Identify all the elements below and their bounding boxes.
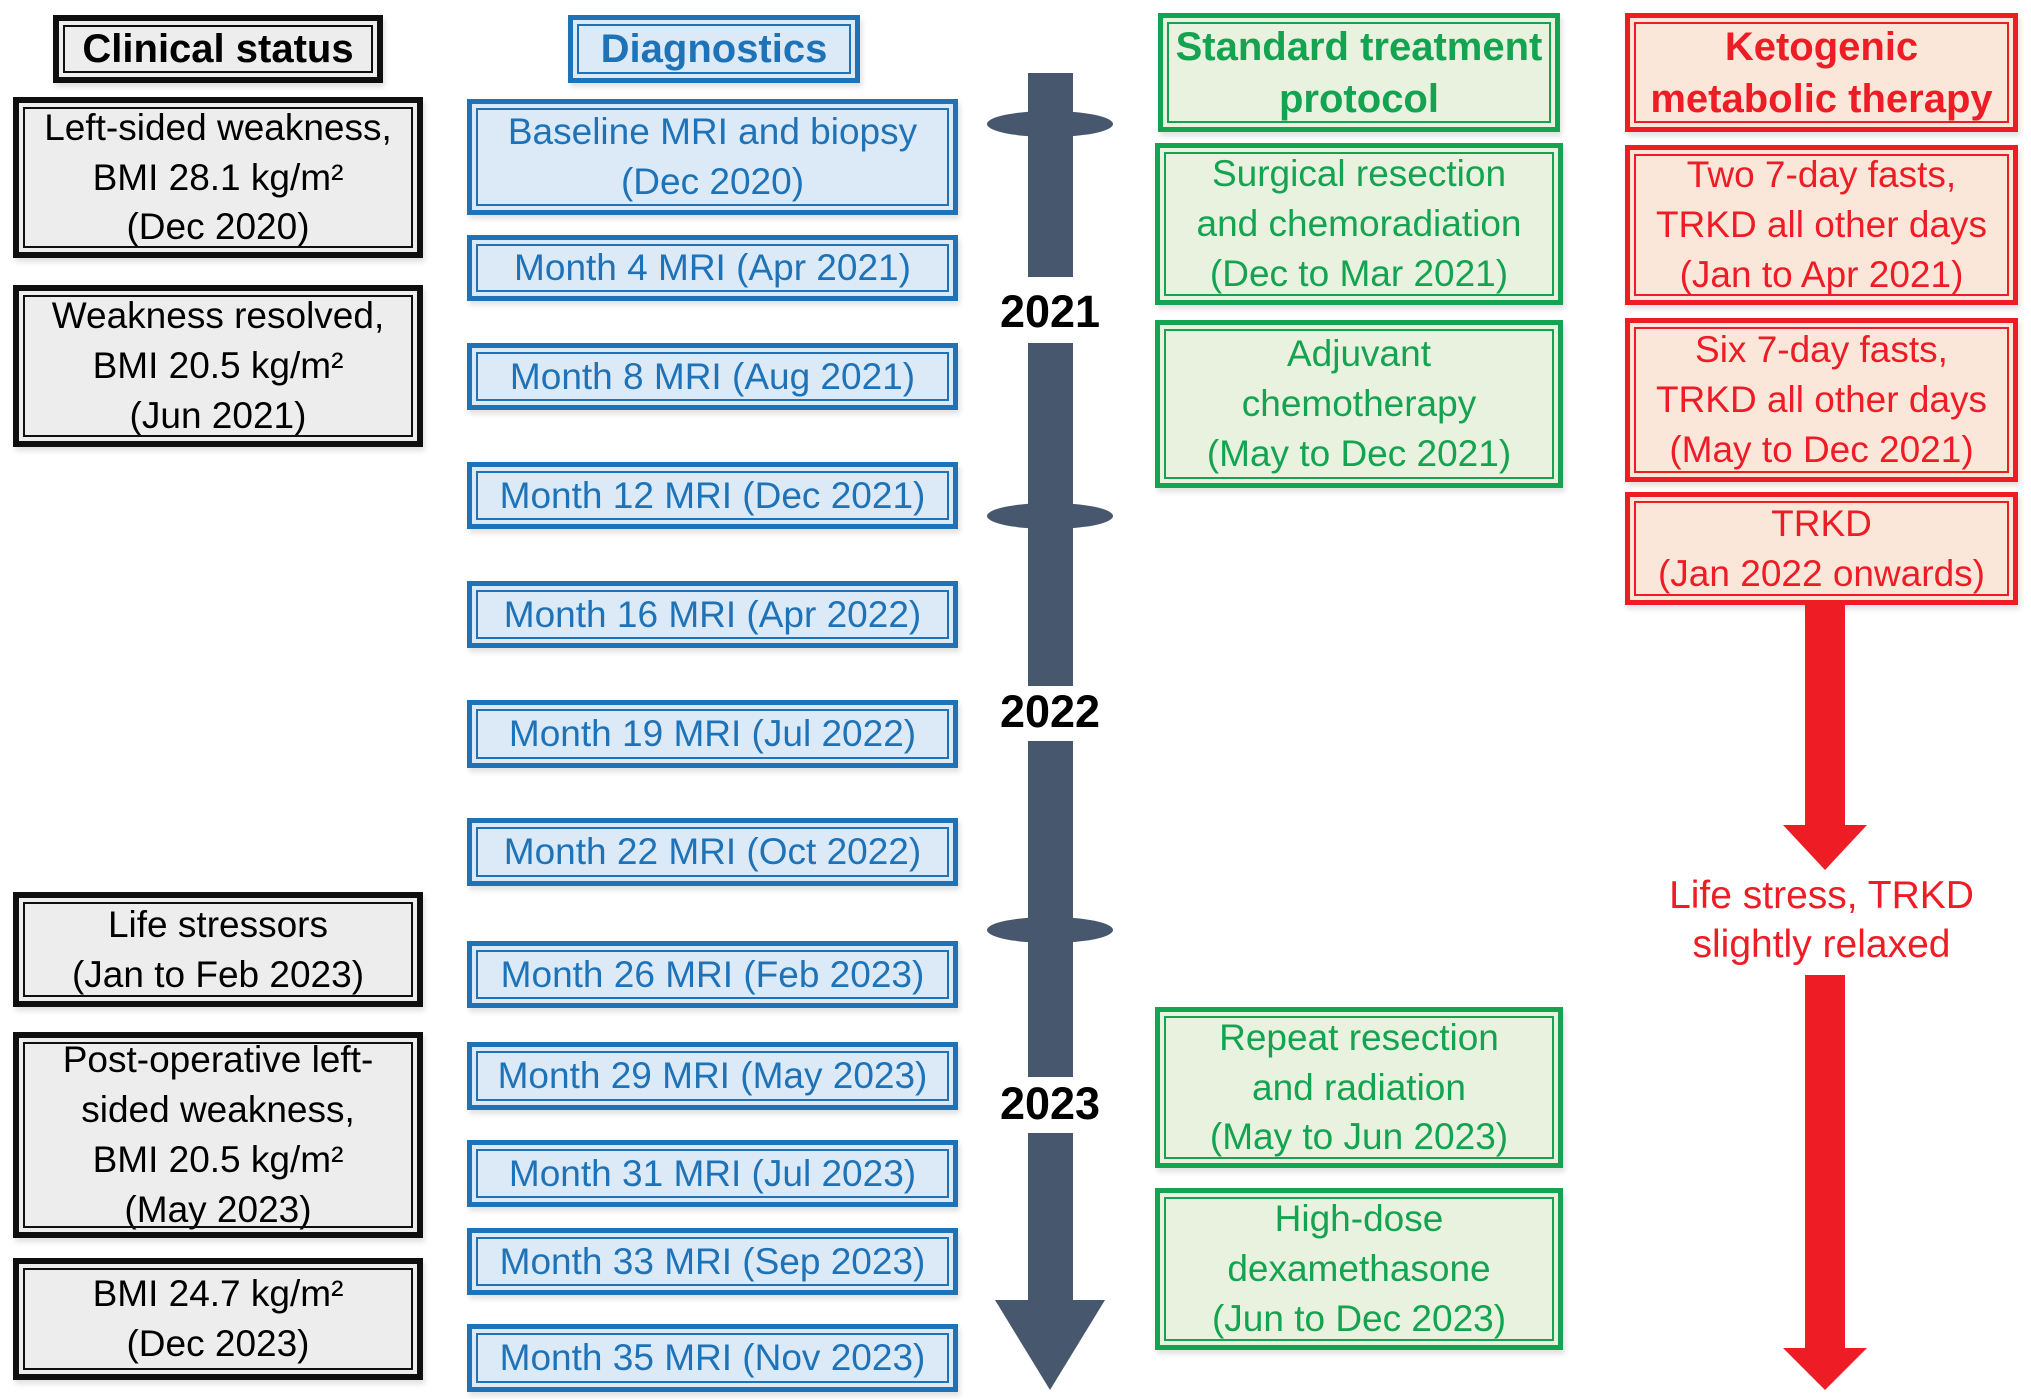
treatment-box-high-dose-dexamethasone: High-dose dexamethasone (Jun to Dec 2023… (1155, 1188, 1563, 1350)
life-stress-note: Life stress, TRKD slightly relaxed (1669, 874, 1974, 966)
timeline-bar-segment-3 (1028, 741, 1073, 1077)
keto-arrow-lower (1805, 975, 1845, 1350)
diagnostic-box-month-12-mri: Month 12 MRI (Dec 2021) (467, 462, 958, 529)
clinical-box-post-operative-weakness: Post-operative left- sided weakness, BMI… (13, 1032, 423, 1238)
timeline-ellipse-marker-3 (987, 917, 1113, 943)
diagnostic-box-month-29-mri: Month 29 MRI (May 2023) (467, 1042, 958, 1110)
timeline-year-2021: 2021 (999, 286, 1101, 337)
clinical-box-left-sided-weakness: Left-sided weakness, BMI 28.1 kg/m² (Dec… (13, 97, 423, 258)
keto-box-six-fasts: Six 7-day fasts, TRKD all other days (Ma… (1625, 318, 2018, 482)
diagnostic-box-month-16-mri: Month 16 MRI (Apr 2022) (467, 581, 958, 648)
treatment-header: Standard treatment protocol (1158, 13, 1560, 132)
timeline-ellipse-marker-2 (987, 503, 1113, 529)
clinical-status-header: Clinical status (53, 15, 383, 83)
diagnostic-box-month-35-mri: Month 35 MRI (Nov 2023) (467, 1324, 958, 1392)
clinical-box-life-stressors: Life stressors (Jan to Feb 2023) (13, 892, 423, 1007)
keto-arrow-upper (1805, 605, 1845, 827)
clinical-box-weakness-resolved: Weakness resolved, BMI 20.5 kg/m² (Jun 2… (13, 285, 423, 447)
keto-box-two-fasts: Two 7-day fasts, TRKD all other days (Ja… (1625, 145, 2018, 305)
diagnostic-box-month-8-mri: Month 8 MRI (Aug 2021) (467, 343, 958, 410)
treatment-box-surgical-resection: Surgical resection and chemoradiation (D… (1155, 143, 1563, 305)
diagnostics-header: Diagnostics (568, 15, 860, 83)
treatment-box-repeat-resection: Repeat resection and radiation (May to J… (1155, 1007, 1563, 1168)
treatment-box-adjuvant-chemotherapy: Adjuvant chemotherapy (May to Dec 2021) (1155, 320, 1563, 488)
timeline-ellipse-marker-1 (987, 111, 1113, 137)
keto-arrowhead-upper (1783, 825, 1867, 870)
diagnostic-box-month-22-mri: Month 22 MRI (Oct 2022) (467, 818, 958, 886)
diagnostic-box-month-4-mri: Month 4 MRI (Apr 2021) (467, 235, 958, 301)
diagnostic-box-month-26-mri: Month 26 MRI (Feb 2023) (467, 941, 958, 1008)
timeline-bar-segment-1 (1028, 73, 1073, 277)
timeline-bar-segment-4 (1028, 1133, 1073, 1300)
diagnostic-box-month-33-mri: Month 33 MRI (Sep 2023) (467, 1228, 958, 1295)
keto-arrowhead-lower (1783, 1348, 1867, 1390)
timeline-year-2023: 2023 (999, 1078, 1101, 1129)
keto-header: Ketogenic metabolic therapy (1625, 13, 2018, 132)
timeline-year-2022: 2022 (999, 686, 1101, 737)
timeline-arrowhead (995, 1300, 1105, 1390)
diagnostic-box-month-19-mri: Month 19 MRI (Jul 2022) (467, 700, 958, 768)
diagnostic-box-baseline-mri: Baseline MRI and biopsy (Dec 2020) (467, 99, 958, 215)
diagnostic-box-month-31-mri: Month 31 MRI (Jul 2023) (467, 1140, 958, 1207)
clinical-box-bmi-24-7: BMI 24.7 kg/m² (Dec 2023) (13, 1258, 423, 1380)
keto-box-trkd: TRKD (Jan 2022 onwards) (1625, 492, 2018, 605)
